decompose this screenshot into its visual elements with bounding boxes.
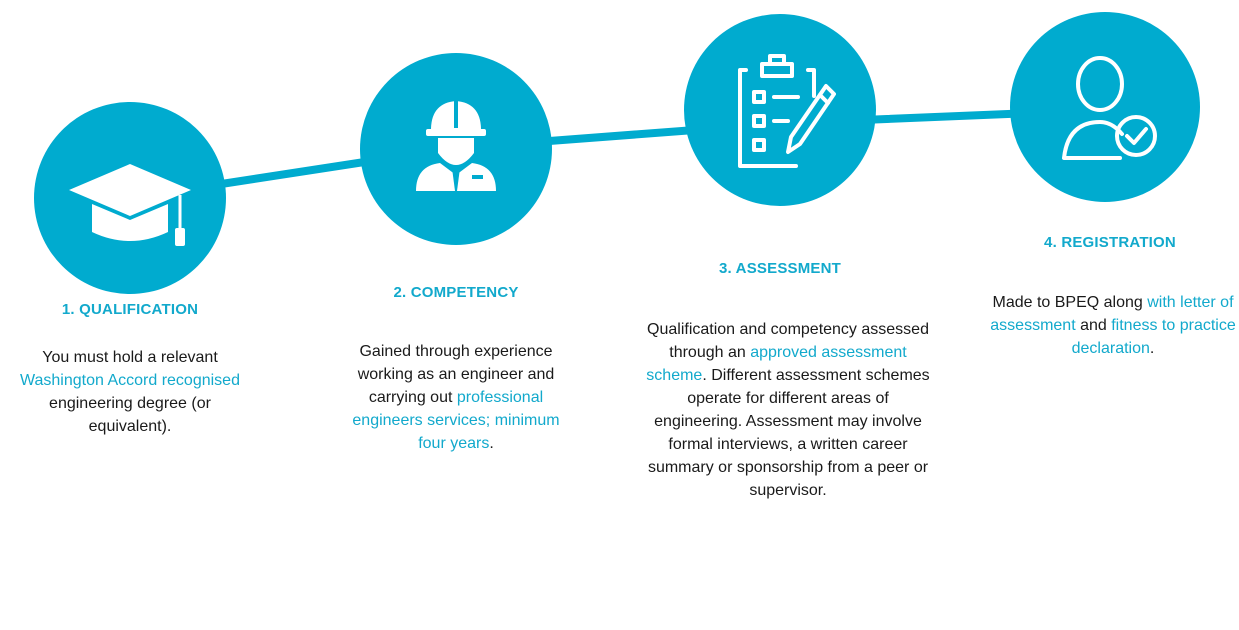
fitness-to-practice-declaration-link[interactable]: fitness to practice declaration (1071, 317, 1236, 357)
graduation-cap-icon (69, 164, 191, 246)
step-1-desc-part-3: engineering degree (or equivalent). (49, 395, 211, 435)
step-4-description: Made to BPEQ along with letter of assess… (985, 291, 1239, 360)
step-1-title: 1. QUALIFICATION (61, 301, 199, 318)
step-4-desc-part-5: . (1149, 340, 1155, 357)
professional-engineers-services-link[interactable]: professional engineers services; minimum… (352, 389, 560, 452)
step-3-description: Qualification and competency assessed th… (638, 318, 938, 502)
step-3-desc-part-3: . Different assessment schemes operate f… (647, 367, 930, 499)
washington-accord-link[interactable]: Washington Accord recognised (20, 372, 240, 389)
user-check-icon (1062, 56, 1157, 160)
step-3-circle (684, 14, 876, 206)
step-2-description: Gained through experience working as an … (346, 340, 566, 455)
clipboard-checklist-icon (738, 54, 836, 168)
step-4-desc-part-1: Made to BPEQ along (992, 294, 1148, 311)
step-4-circle (1010, 12, 1200, 202)
approved-assessment-scheme-link[interactable]: approved assessment scheme (646, 344, 907, 384)
letter-of-assessment-link[interactable]: with letter of assessment (990, 294, 1234, 334)
step-1-desc-part-1: You must hold a relevant (42, 349, 218, 366)
step-4-desc-part-3: and (1075, 317, 1112, 334)
step-3-desc-part-1: Qualification and competency assessed th… (647, 321, 929, 361)
step-4-title: 4. REGISTRATION (1044, 234, 1176, 251)
step-2-desc-part-3: . (489, 435, 494, 452)
step-1-circle (34, 102, 226, 294)
step-2-desc-part-1: Gained through experience working as an … (357, 343, 555, 406)
step-2-circle (360, 53, 552, 245)
step-2-title: 2. COMPETENCY (393, 284, 519, 301)
step-1-description: You must hold a relevant Washington Acco… (0, 346, 260, 438)
step-3-title: 3. ASSESSMENT (718, 260, 842, 277)
engineer-hardhat-icon (416, 98, 496, 191)
